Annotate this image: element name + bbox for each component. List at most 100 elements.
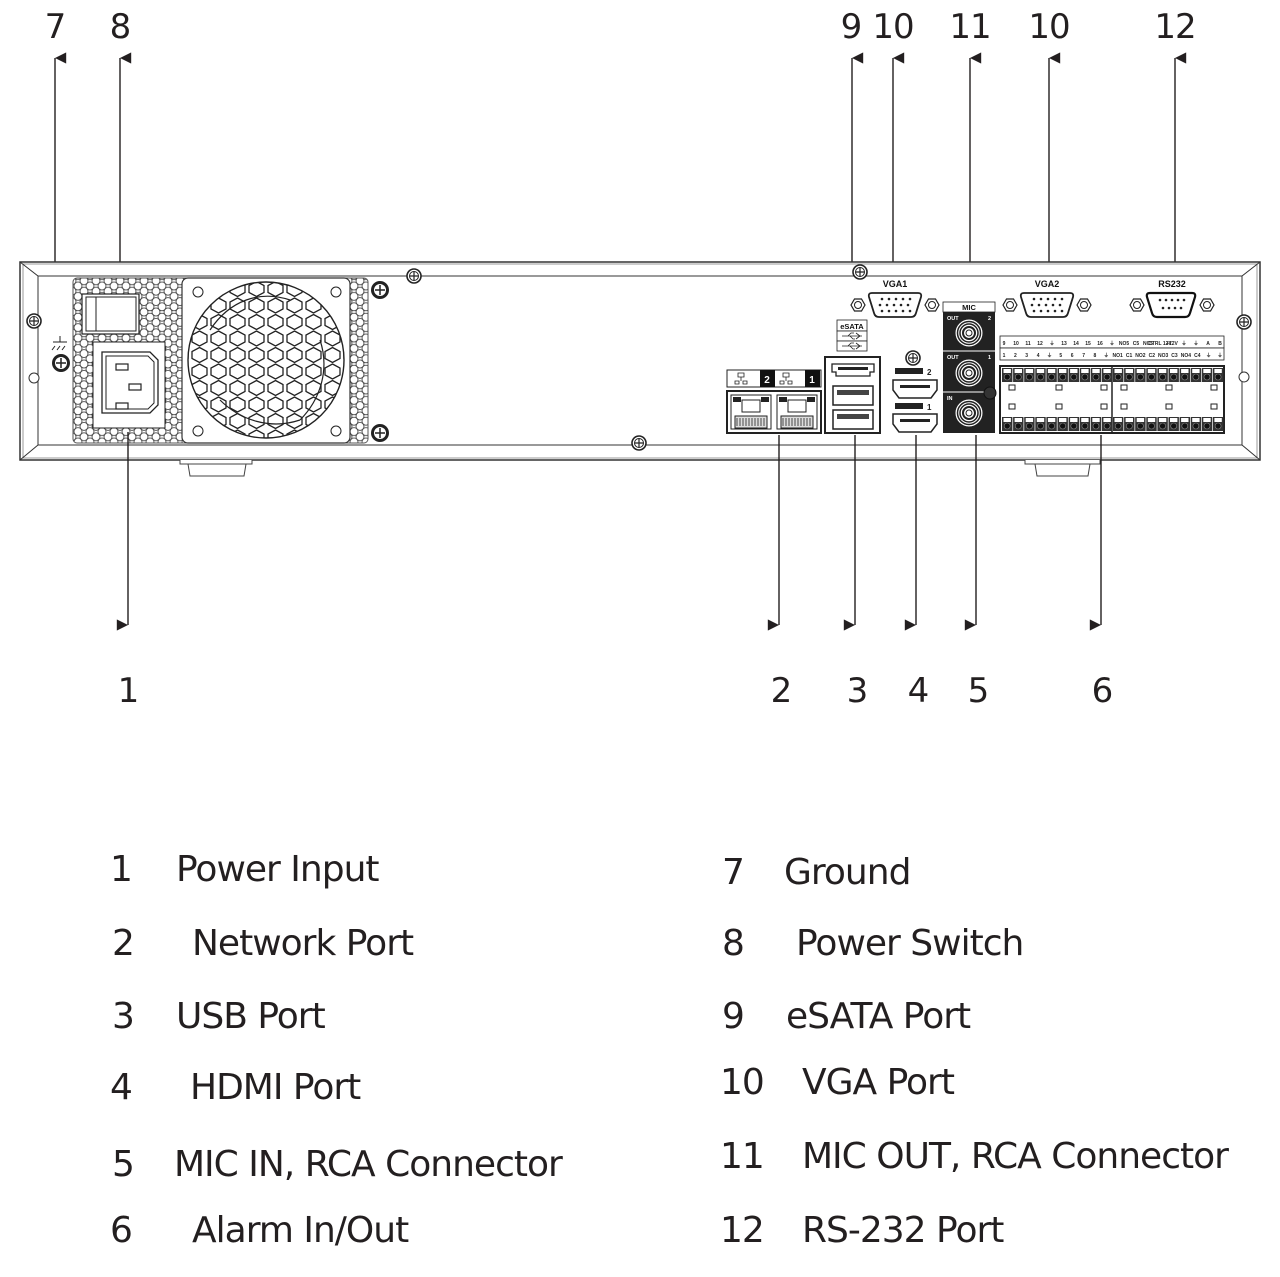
lan-2-label: 2 <box>764 375 770 386</box>
callout-3-usb: 3 <box>846 671 869 711</box>
alarm-terminal[interactable] <box>1123 416 1135 432</box>
alarm-terminal[interactable] <box>1112 367 1124 383</box>
legend-text: MIC OUT, RCA Connector <box>802 1136 1229 1177</box>
legend-text: Alarm In/Out <box>192 1210 409 1251</box>
alarm-terminal[interactable] <box>1112 416 1124 432</box>
alarm-terminal[interactable] <box>1046 367 1058 383</box>
alarm-terminal[interactable] <box>1023 367 1035 383</box>
alarm-terminal[interactable] <box>1168 416 1180 432</box>
alarm-pin-label: 5 <box>1059 353 1062 359</box>
legend-item-11: 11 MIC OUT, RCA Connector <box>720 1139 1229 1175</box>
alarm-pin-label: NO2 <box>1135 353 1146 359</box>
mic-out-2-label: OUT <box>947 316 959 322</box>
legend-item-9: 9 eSATA Port <box>722 999 971 1035</box>
alarm-terminal[interactable] <box>1101 367 1113 383</box>
alarm-terminal[interactable] <box>1035 367 1047 383</box>
alarm-terminal[interactable] <box>1090 416 1102 432</box>
alarm-pin-label: C4 <box>1194 353 1201 359</box>
legend-item-12: 12 RS-232 Port <box>720 1213 1004 1249</box>
callout-7-ground: 7 <box>44 7 67 47</box>
alarm-pin-label: C3 <box>1171 353 1178 359</box>
rs232-port: RS232 <box>1129 279 1215 319</box>
alarm-terminal[interactable] <box>1201 416 1213 432</box>
alarm-pin-label: NC5 <box>1143 341 1153 347</box>
alarm-pin-label: C1 <box>1126 353 1133 359</box>
network-ports: 2 1 <box>726 369 822 434</box>
alarm-terminal[interactable] <box>1179 416 1191 432</box>
alarm-terminal[interactable] <box>1146 416 1158 432</box>
alarm-terminal[interactable] <box>1023 416 1035 432</box>
alarm-terminal[interactable] <box>1079 416 1091 432</box>
alarm-terminal[interactable] <box>1068 367 1080 383</box>
legend-item-1: 1 Power Input <box>110 849 380 890</box>
alarm-terminal[interactable] <box>1157 416 1169 432</box>
alarm-terminal[interactable] <box>1012 416 1024 432</box>
legend-number: 7 <box>722 852 745 893</box>
alarm-terminal[interactable] <box>1068 416 1080 432</box>
legend-text: VGA Port <box>802 1062 955 1103</box>
alarm-pin-label: 15 <box>1085 341 1091 347</box>
alarm-pin-label: 10 <box>1013 341 1019 347</box>
alarm-terminal[interactable] <box>1057 367 1069 383</box>
alarm-terminal[interactable] <box>1134 416 1146 432</box>
legend-text: eSATA Port <box>786 996 971 1037</box>
alarm-terminal[interactable] <box>1212 416 1224 432</box>
rj45-port-1 <box>776 394 818 430</box>
legend-item-7: 7 Ground <box>722 852 911 893</box>
alarm-terminal[interactable] <box>1001 367 1013 383</box>
alarm-pin-label: B <box>1218 341 1222 347</box>
alarm-pin-label: ⏚ <box>1193 340 1198 347</box>
callout-11-mic-out: 11 <box>949 7 991 47</box>
alarm-terminal[interactable] <box>1201 367 1213 383</box>
alarm-terminal[interactable] <box>1035 416 1047 432</box>
legend-number: 4 <box>110 1067 133 1108</box>
alarm-pin-label: A <box>1206 341 1210 347</box>
alarm-pin-label: NO4 <box>1181 353 1192 359</box>
alarm-terminal[interactable] <box>1057 416 1069 432</box>
network-icon <box>734 372 748 385</box>
alarm-pin-label: 12 <box>1037 341 1043 347</box>
usb-port-1 <box>832 385 874 406</box>
alarm-terminal[interactable] <box>1190 367 1202 383</box>
rs232-label: RS232 <box>1158 279 1186 289</box>
alarm-terminal[interactable] <box>1001 416 1013 432</box>
alarm-terminal[interactable] <box>1179 367 1191 383</box>
legend-number: 8 <box>722 923 745 964</box>
alarm-pin-label: ⏚ <box>1217 352 1222 359</box>
alarm-terminal[interactable] <box>1146 367 1158 383</box>
alarm-terminal[interactable] <box>1090 367 1102 383</box>
legend-number: 10 <box>720 1062 765 1103</box>
alarm-terminal[interactable] <box>1168 367 1180 383</box>
legend-item-8: 8 Power Switch <box>722 923 1024 964</box>
alarm-pin-label: C5 <box>1133 341 1140 347</box>
alarm-pin-label: 2 <box>1014 353 1017 359</box>
network-icon <box>779 372 793 385</box>
callout-12-rs232: 12 <box>1154 7 1196 47</box>
alarm-pin-label: CTRL 12V <box>1148 341 1172 347</box>
power-switch <box>81 293 140 335</box>
alarm-terminal[interactable] <box>1134 367 1146 383</box>
callout-2-network: 2 <box>770 671 793 711</box>
mic-out-1-connector <box>954 358 984 388</box>
mic-in-connector <box>954 398 984 428</box>
legend-text: RS-232 Port <box>802 1210 1004 1251</box>
alarm-terminal[interactable] <box>1079 367 1091 383</box>
alarm-terminal[interactable] <box>1101 416 1113 432</box>
alarm-terminal[interactable] <box>1123 367 1135 383</box>
hdmi-logo-icon <box>895 368 923 374</box>
legend-text: Ground <box>784 852 911 893</box>
alarm-terminal[interactable] <box>1012 367 1024 383</box>
alarm-terminal[interactable] <box>1157 367 1169 383</box>
alarm-terminal[interactable] <box>1046 416 1058 432</box>
alarm-terminal[interactable] <box>1212 367 1224 383</box>
legend-number: 1 <box>110 849 133 890</box>
alarm-terminal[interactable] <box>1190 416 1202 432</box>
legend-text: HDMI Port <box>190 1067 361 1108</box>
rj45-port-2 <box>730 394 772 430</box>
alarm-pin-label: NO3 <box>1158 353 1169 359</box>
alarm-pin-label: ⏚ <box>1206 352 1211 359</box>
mic-out-2-connector <box>954 318 984 348</box>
alarm-pin-label: NO5 <box>1119 341 1130 347</box>
